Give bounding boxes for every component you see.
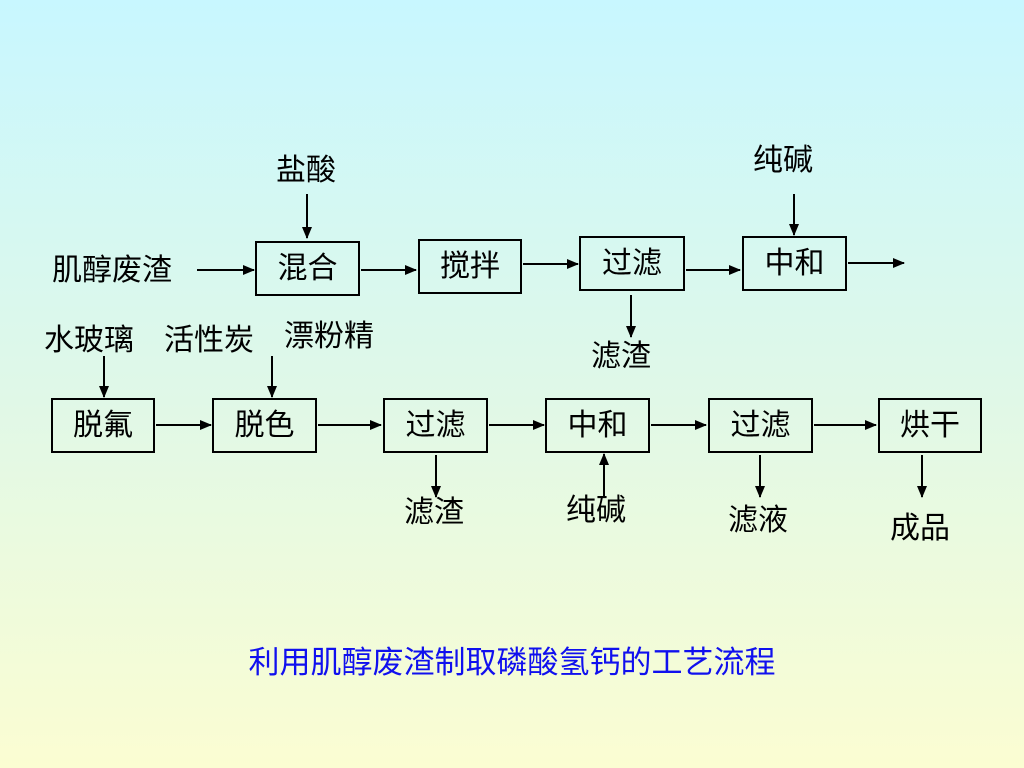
soda-label-row2: 纯碱 (566, 493, 626, 528)
residue-label-row1: 滤渣 (591, 339, 651, 374)
residue-label-row2: 滤渣 (404, 495, 464, 530)
activated-carbon-label: 活性炭 (164, 323, 254, 358)
box-filter-row1: 过滤 (579, 236, 685, 291)
hcl-label: 盐酸 (276, 153, 336, 188)
diagram-caption: 利用肌醇废渣制取磷酸氢钙的工艺流程 (248, 645, 776, 681)
water-glass-label: 水玻璃 (44, 323, 134, 358)
bleach-label: 漂粉精 (284, 319, 374, 354)
box-mix: 混合 (255, 241, 360, 296)
box-neutralize-row1: 中和 (742, 236, 847, 291)
box-neutralize-row2: 中和 (545, 398, 650, 453)
soda-label-row1: 纯碱 (753, 143, 813, 178)
input-waste-label: 肌醇废渣 (52, 253, 172, 288)
box-decolor: 脱色 (212, 398, 317, 453)
box-filter-row2a: 过滤 (383, 398, 488, 453)
box-stir: 搅拌 (418, 239, 522, 294)
box-filter-row2b: 过滤 (708, 398, 813, 453)
box-defluorinate: 脱氟 (51, 398, 155, 453)
filtrate-label: 滤液 (728, 503, 788, 538)
product-label: 成品 (890, 511, 950, 546)
box-dry: 烘干 (878, 398, 982, 453)
